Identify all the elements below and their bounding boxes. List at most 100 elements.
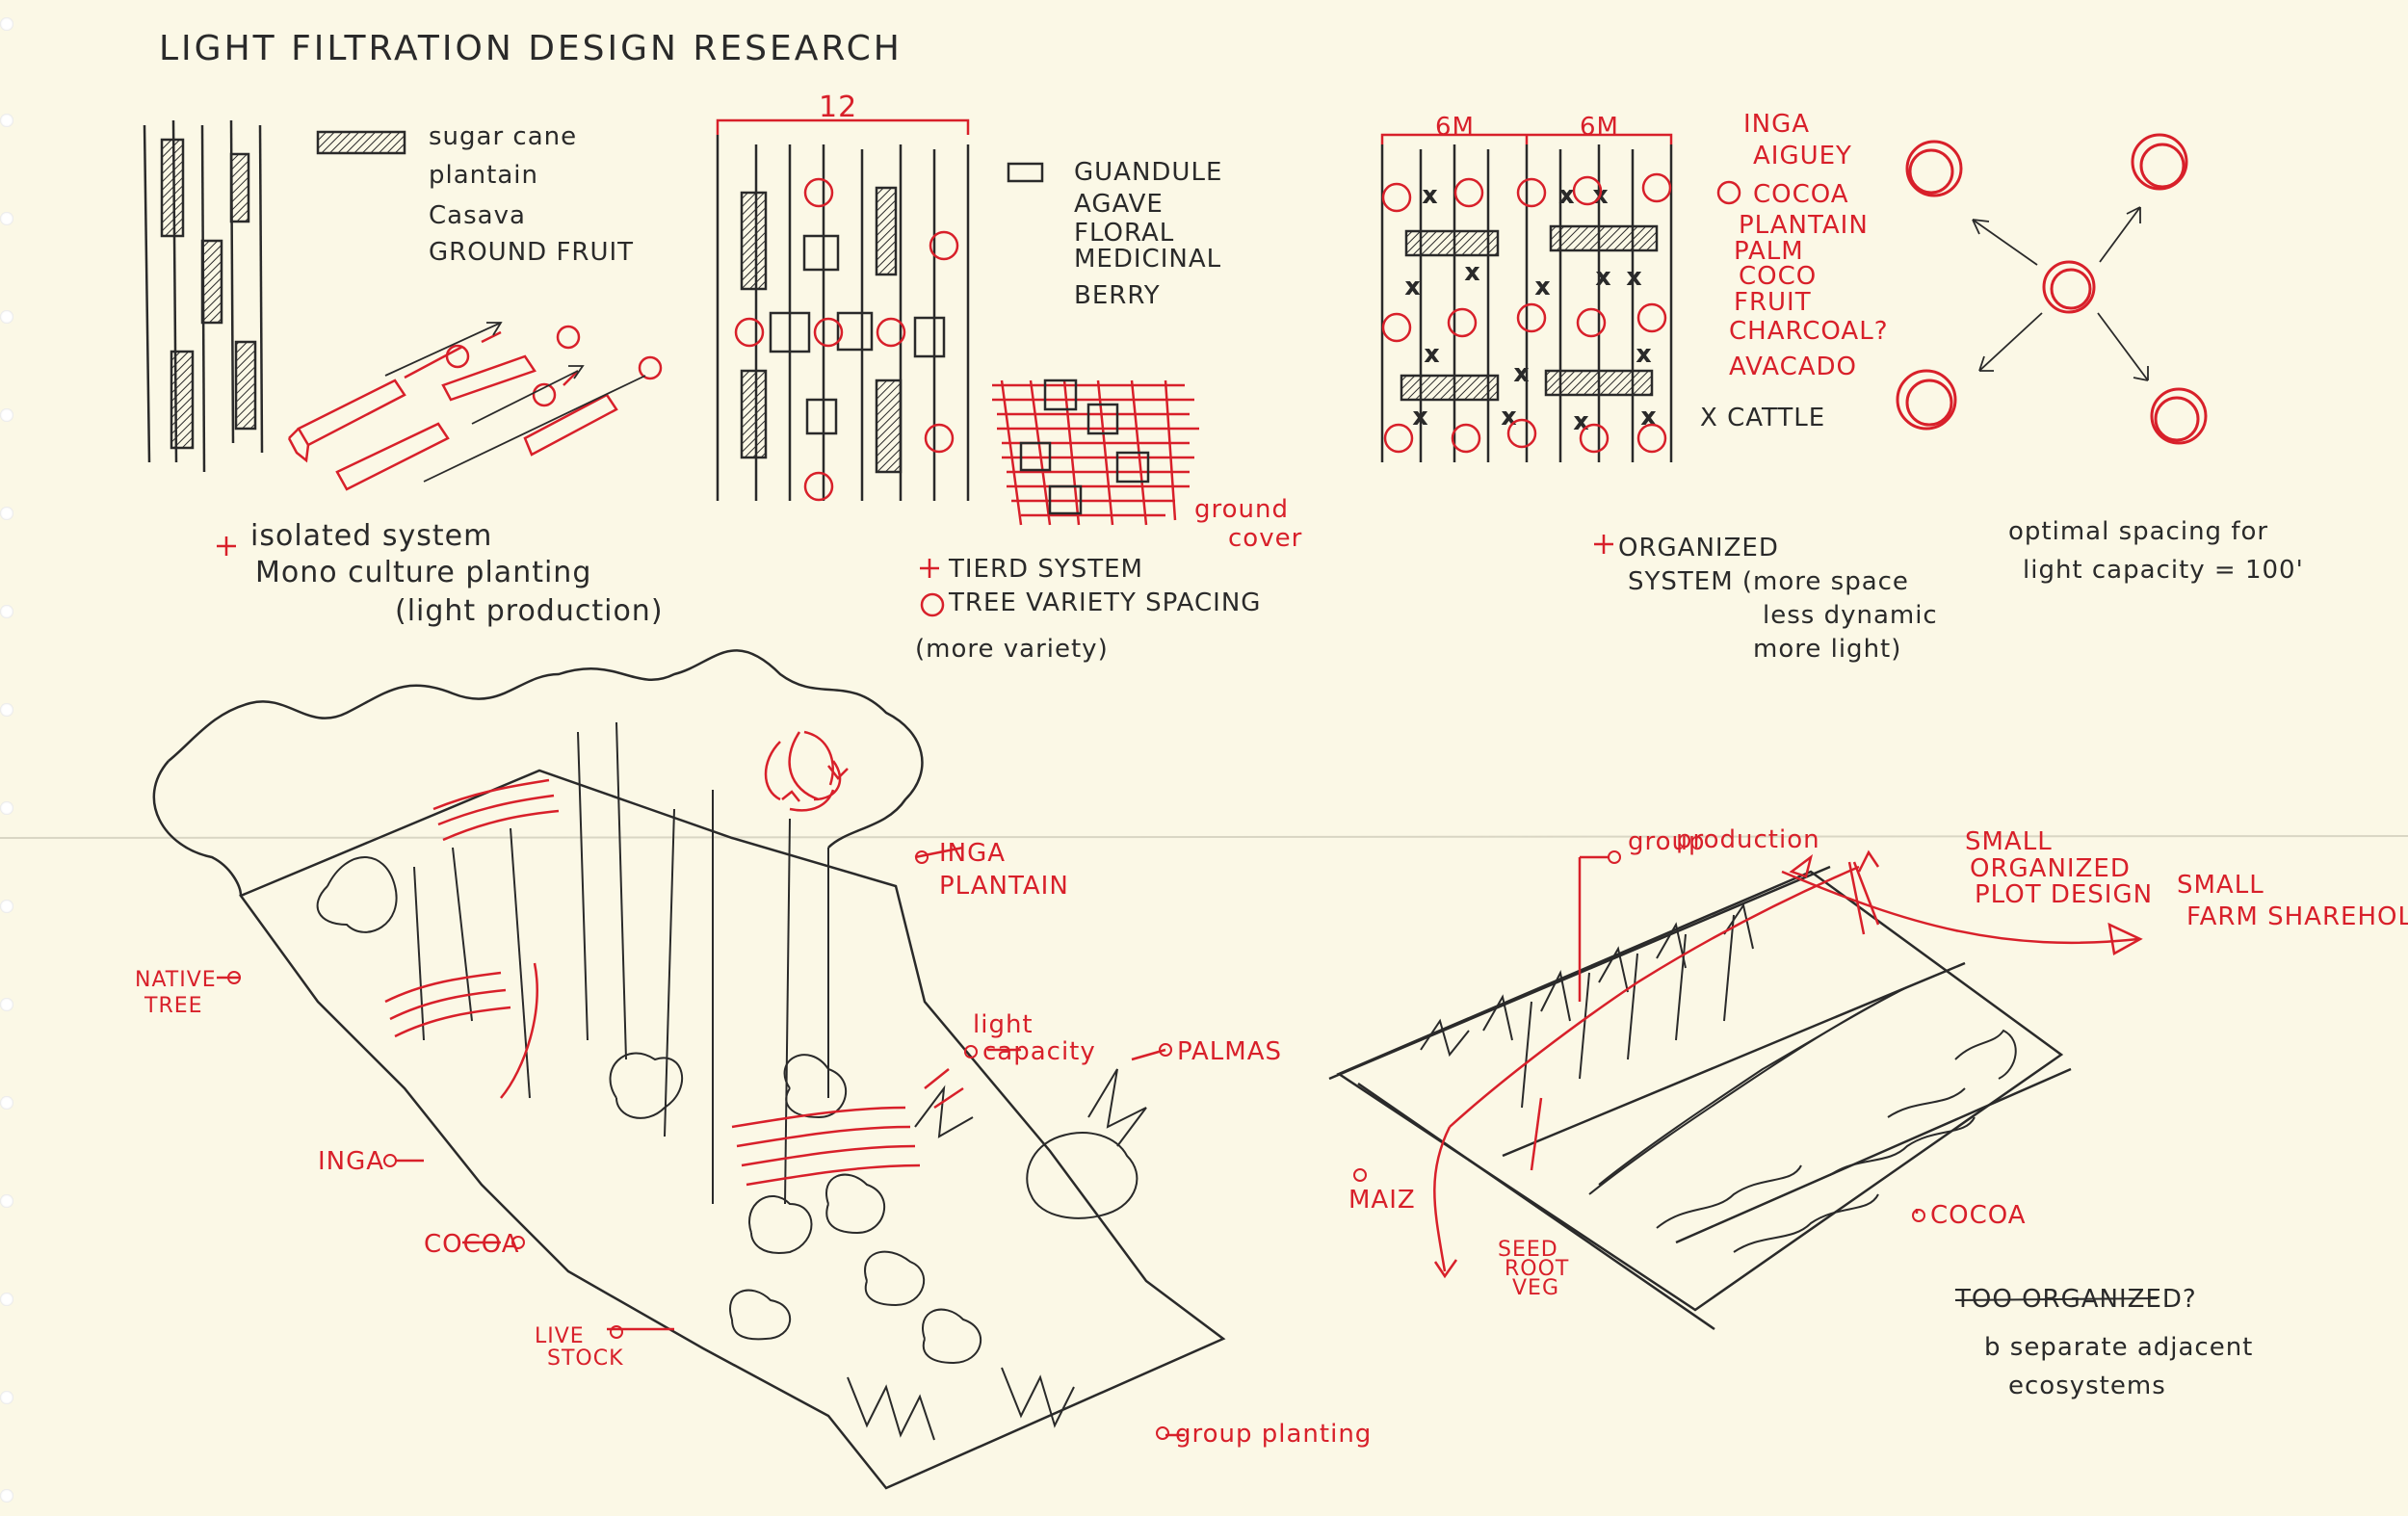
spacing-arrows bbox=[1972, 206, 2149, 381]
binding-hole bbox=[0, 1293, 13, 1306]
binding-hole bbox=[0, 900, 13, 913]
label-palmas: PALMAS bbox=[1177, 1037, 1283, 1066]
label-inga-plantain-1: INGA bbox=[939, 839, 1007, 868]
binding-hole bbox=[0, 310, 13, 324]
legend-ground-fruit: GROUND FRUIT bbox=[429, 238, 635, 267]
organized-caption-2: SYSTEM (more space bbox=[1628, 567, 1909, 596]
isolated-caption-2: Mono culture planting bbox=[255, 556, 592, 589]
binding-hole bbox=[0, 1489, 13, 1503]
label-group-production-2: production bbox=[1676, 825, 1820, 854]
note-underline bbox=[1954, 1297, 2159, 1301]
svg-text:x: x bbox=[1466, 261, 1479, 285]
legend-coco: COCO bbox=[1739, 262, 1818, 291]
ground-cover-sketch bbox=[992, 379, 1199, 526]
plot-perspective-outline bbox=[1328, 865, 2072, 1331]
label-light-capacity-2: capacity bbox=[982, 1037, 1096, 1066]
note-separate: b separate adjacent bbox=[1984, 1333, 2254, 1362]
legend-berry: BERRY bbox=[1074, 281, 1161, 310]
label-group-production-1: group bbox=[1628, 827, 1706, 856]
label-arrow-small: SMALL bbox=[2177, 871, 2264, 900]
label-seed: SEED bbox=[1498, 1238, 1558, 1262]
label-livestock-1: LIVE bbox=[535, 1324, 585, 1348]
binding-hole bbox=[0, 114, 13, 127]
svg-text:x: x bbox=[1597, 266, 1610, 290]
label-light-capacity-1: light bbox=[973, 1010, 1034, 1039]
tiered-dimension: 12 bbox=[819, 91, 858, 124]
binding-hole bbox=[0, 998, 13, 1011]
plot-plants bbox=[1420, 902, 2017, 1253]
forest-perspective-outline bbox=[152, 649, 1226, 1490]
forest-trees bbox=[316, 721, 1147, 1441]
legend-charcoal: CHARCOAL? bbox=[1729, 317, 1889, 346]
legend-inga: INGA bbox=[1743, 110, 1811, 139]
legend-palm: PALM bbox=[1734, 237, 1804, 266]
binding-hole bbox=[0, 17, 13, 31]
label-maiz: MAIZ bbox=[1348, 1186, 1416, 1215]
label-farm-shareholder: FARM SHAREHOLDER bbox=[2186, 902, 2408, 931]
label-cocoa-plot: COCOA bbox=[1930, 1201, 2027, 1230]
note-ecosystems: ecosystems bbox=[2008, 1372, 2166, 1400]
note-too-organized: TOO ORGANIZED? bbox=[1955, 1285, 2197, 1314]
binding-hole bbox=[0, 507, 13, 520]
svg-text:x: x bbox=[1560, 184, 1573, 208]
fold-line bbox=[0, 835, 2408, 839]
label-group-planting: group planting bbox=[1175, 1420, 1373, 1449]
legend-cocoa: COCOA bbox=[1753, 180, 1849, 209]
label-veg: VEG bbox=[1512, 1276, 1559, 1300]
svg-text:x: x bbox=[1503, 405, 1515, 430]
plot-red-annotations bbox=[1433, 849, 2143, 1279]
legend-agave: AGAVE bbox=[1074, 190, 1164, 219]
svg-text:x: x bbox=[1575, 410, 1587, 434]
svg-text:x: x bbox=[1515, 362, 1528, 386]
legend-casava: Casava bbox=[429, 201, 526, 230]
ground-cover-label-1: ground bbox=[1194, 495, 1289, 524]
cycle-arrows-icon bbox=[764, 730, 835, 812]
legend-fruit: FRUIT bbox=[1734, 288, 1812, 317]
legend-plantain-red: PLANTAIN bbox=[1739, 211, 1869, 240]
tiered-system-diagram bbox=[716, 135, 1044, 501]
svg-text:x: x bbox=[1424, 184, 1436, 208]
page-title: LIGHT FILTRATION DESIGN RESEARCH bbox=[159, 29, 903, 68]
label-small-2: ORGANIZED bbox=[1970, 854, 2131, 883]
organized-caption-4: more light) bbox=[1753, 635, 1902, 664]
organized-dim-right: 6M bbox=[1580, 113, 1619, 142]
label-root: ROOT bbox=[1505, 1257, 1570, 1281]
label-livestock-2: STOCK bbox=[547, 1346, 624, 1371]
binding-hole bbox=[0, 1391, 13, 1404]
binding-hole bbox=[0, 605, 13, 618]
plot-label-markers bbox=[1353, 850, 1925, 1222]
binding-hole bbox=[0, 801, 13, 815]
label-small-3: PLOT DESIGN bbox=[1975, 880, 2154, 909]
label-native-tree-2: TREE bbox=[144, 994, 203, 1018]
tiered-caption-1: TIERD SYSTEM bbox=[949, 555, 1143, 584]
legend-guandule: GUANDULE bbox=[1074, 158, 1223, 187]
svg-text:x: x bbox=[1414, 405, 1426, 430]
label-inga-plantain-2: PLANTAIN bbox=[939, 872, 1069, 901]
organized-dim-left: 6M bbox=[1435, 113, 1475, 142]
label-small-1: SMALL bbox=[1965, 827, 2053, 856]
tiered-caption-3: (more variety) bbox=[915, 635, 1109, 664]
legend-avacado: AVACADO bbox=[1729, 353, 1858, 381]
tiered-red-trees bbox=[716, 118, 970, 617]
ground-cover-label-2: cover bbox=[1228, 524, 1303, 553]
label-cocoa-forest: COCOA bbox=[424, 1230, 520, 1259]
svg-text:x: x bbox=[1406, 275, 1419, 300]
label-inga: INGA bbox=[318, 1147, 385, 1176]
isolated-black-arrows bbox=[384, 322, 646, 483]
spacing-diagram bbox=[1896, 133, 2208, 445]
isolated-red-rows bbox=[217, 325, 663, 556]
label-native-tree-1: NATIVE bbox=[135, 968, 217, 992]
legend-plantain: plantain bbox=[429, 161, 538, 190]
legend-sugar-cane: sugar cane bbox=[429, 122, 578, 151]
binding-hole bbox=[0, 212, 13, 225]
isolated-caption-1: isolated system bbox=[250, 519, 493, 553]
legend-aiguey: AIGUEY bbox=[1753, 142, 1852, 170]
svg-text:x: x bbox=[1536, 275, 1549, 300]
legend-floral: FLORAL bbox=[1074, 219, 1175, 248]
svg-text:x: x bbox=[1628, 266, 1640, 290]
spacing-caption-1: optimal spacing for bbox=[2008, 517, 2269, 546]
binding-hole bbox=[0, 703, 13, 717]
